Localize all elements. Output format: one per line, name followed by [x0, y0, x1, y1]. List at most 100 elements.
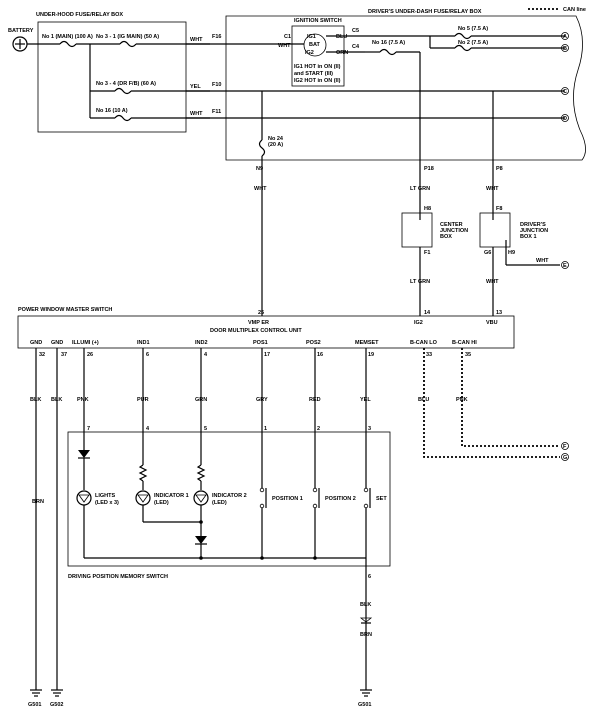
- conn-p8: P8: [496, 166, 503, 172]
- offpage-e: E: [563, 263, 567, 269]
- ign-note-2: and START (III): [294, 71, 333, 77]
- offpage-g: G: [563, 455, 567, 461]
- diode-2-icon: [195, 536, 207, 544]
- ground-g501-left-icon: [30, 689, 42, 697]
- indicator-1-label: INDICATOR 1: [154, 493, 189, 499]
- led-lights-icon: [76, 490, 92, 506]
- battery-label: BATTERY: [8, 28, 34, 34]
- wire-pnk-1: PNK: [77, 397, 89, 403]
- unit-pin-33: 33: [426, 352, 432, 358]
- unit-output-wires: BLK BLK PNK PUR GRN GRY RED YEL BLU PNK …: [30, 348, 560, 690]
- set-label: SET: [376, 496, 387, 502]
- conn-n9: N9: [256, 166, 263, 172]
- under-hood-fuses: No 1 (MAIN) (100 A) No 3 - 1 (IG MAIN) (…: [42, 34, 210, 122]
- unit-label-gnd-1: GND: [30, 340, 42, 346]
- unit-pin-26: 26: [87, 352, 93, 358]
- wire-blk-3: BLK: [360, 602, 371, 608]
- pin-vbu: VBU: [486, 320, 498, 326]
- offpage-d: D: [563, 116, 567, 122]
- power-window-master-switch: POWER WINDOW MASTER SWITCH 25 14 13 VMP …: [17, 307, 515, 358]
- fuse-1-label: No 1 (MAIN) (100 A): [42, 34, 93, 40]
- unit-label-bcan-hi: B-CAN HI: [452, 340, 477, 346]
- center-jb-1: CENTER: [440, 222, 463, 228]
- diode-icon: [78, 450, 90, 458]
- unit-label-ind2: IND2: [195, 340, 208, 346]
- ignition-switch: IGNITION SWITCH IG1 BAT IG2 IG1 HOT in O…: [278, 18, 380, 87]
- wire-yel-2: YEL: [360, 397, 371, 403]
- switch-pin-6: 6: [368, 574, 371, 580]
- wire-wht-ign: WHT: [278, 43, 291, 49]
- conn-f10: F10: [212, 82, 221, 88]
- wire-gry: GRY: [256, 397, 268, 403]
- wire-pnk-2: PNK: [456, 397, 468, 403]
- under-dash-fuses: No 5 (7.5 A) No 2 (7.5 A) No 16 (7.5 A) …: [258, 26, 565, 316]
- center-jb-3: BOX: [440, 234, 452, 240]
- unit-label-memset: MEMSET: [355, 340, 379, 346]
- wire-red: RED: [309, 397, 321, 403]
- wire-blu-ign: BLU: [336, 34, 347, 40]
- under-dash-title: DRIVER'S UNDER-DASH FUSE/RELAY BOX: [368, 9, 482, 15]
- ground-label-3: G501: [358, 702, 371, 708]
- unit-label-ind1: IND1: [137, 340, 150, 346]
- ign-ig1: IG1: [307, 34, 316, 40]
- switch-pin-7: 7: [87, 426, 90, 432]
- wire-wht-p8: WHT: [486, 186, 499, 192]
- wire-grn: GRN: [195, 397, 207, 403]
- unit-label-bcan-lo: B-CAN LO: [410, 340, 438, 346]
- center-jb-2: JUNCTION: [440, 228, 468, 234]
- unit-label-pos2: POS2: [306, 340, 321, 346]
- indicator-2-sub: (LED): [212, 500, 227, 506]
- unit-pin-35: 35: [465, 352, 471, 358]
- drivers-junction-box: F8 G6 H9 DRIVER'S JUNCTION BOX 1 WHT WHT: [479, 206, 560, 316]
- wire-wht-2: WHT: [190, 111, 203, 117]
- grounds: G501 G502 G501: [28, 689, 372, 708]
- ground-g502-icon: [51, 689, 63, 697]
- position-1-label: POSITION 1: [272, 496, 303, 502]
- fuse-24-label: No 24: [268, 136, 284, 142]
- wire-orn: ORN: [336, 50, 348, 56]
- fuse-24-rating: (20 A): [268, 142, 283, 148]
- conn-f8: F8: [496, 206, 502, 212]
- legend-can-line: CAN line: [563, 7, 586, 13]
- resistor-1-icon: [138, 464, 148, 482]
- under-hood-title: UNDER-HOOD FUSE/RELAY BOX: [36, 12, 123, 18]
- unit-label-illumi: ILLUMI (+): [72, 340, 99, 346]
- conn-c4: C4: [352, 44, 360, 50]
- fuse-16-uh-label: No 16 (10 A): [96, 108, 128, 114]
- unit-label-pos1: POS1: [253, 340, 268, 346]
- led-indicator-2-icon: [193, 490, 209, 506]
- conn-c1: C1: [284, 34, 291, 40]
- lights-label: LIGHTS: [95, 493, 115, 499]
- feed-labels: N9 WHT P18 LT GRN P8 WHT: [254, 166, 503, 192]
- drivers-jb-1: DRIVER'S: [520, 222, 546, 228]
- wire-wht-h9: WHT: [536, 258, 549, 264]
- unit-pin-16: 16: [317, 352, 323, 358]
- fuse-3-4-label: No 3 - 4 (DR F/B) (60 A): [96, 81, 156, 87]
- battery: BATTERY: [8, 28, 60, 52]
- led-indicator-1-icon: [135, 490, 151, 506]
- conn-h9: H9: [508, 250, 515, 256]
- wire-blu-2: BLU: [418, 397, 429, 403]
- ign-ig2: IG2: [305, 50, 314, 56]
- unit-pin-37: 37: [61, 352, 67, 358]
- wire-brn-1: BRN: [32, 499, 44, 505]
- switch-pin-3: 3: [368, 426, 371, 432]
- switch-pin-4: 4: [146, 426, 150, 432]
- pin-13: 13: [496, 310, 502, 316]
- memory-switch: DRIVING POSITION MEMORY SWITCH 7 4 5 1 2…: [67, 426, 391, 690]
- ignition-title: IGNITION SWITCH: [294, 18, 342, 24]
- fuse-2-label: No 2 (7.5 A): [458, 40, 488, 46]
- pin-14: 14: [424, 310, 431, 316]
- unit-pin-4: 4: [204, 352, 208, 358]
- center-junction-box: H8 F1 CENTER JUNCTION BOX LT GRN: [401, 206, 468, 316]
- fuse-5-label: No 5 (7.5 A): [458, 26, 488, 32]
- unit-pin-32: 32: [39, 352, 45, 358]
- offpage-b: B: [563, 46, 567, 52]
- under-dash-fuse-box: DRIVER'S UNDER-DASH FUSE/RELAY BOX: [225, 9, 586, 161]
- legend: CAN line: [528, 7, 586, 13]
- ground-wires: BLK BRN: [359, 602, 373, 638]
- offpage-f: F: [563, 444, 567, 450]
- conn-f1: F1: [424, 250, 430, 256]
- lights-sub: (LED x 3): [95, 500, 119, 506]
- drivers-jb-3: BOX 1: [520, 234, 537, 240]
